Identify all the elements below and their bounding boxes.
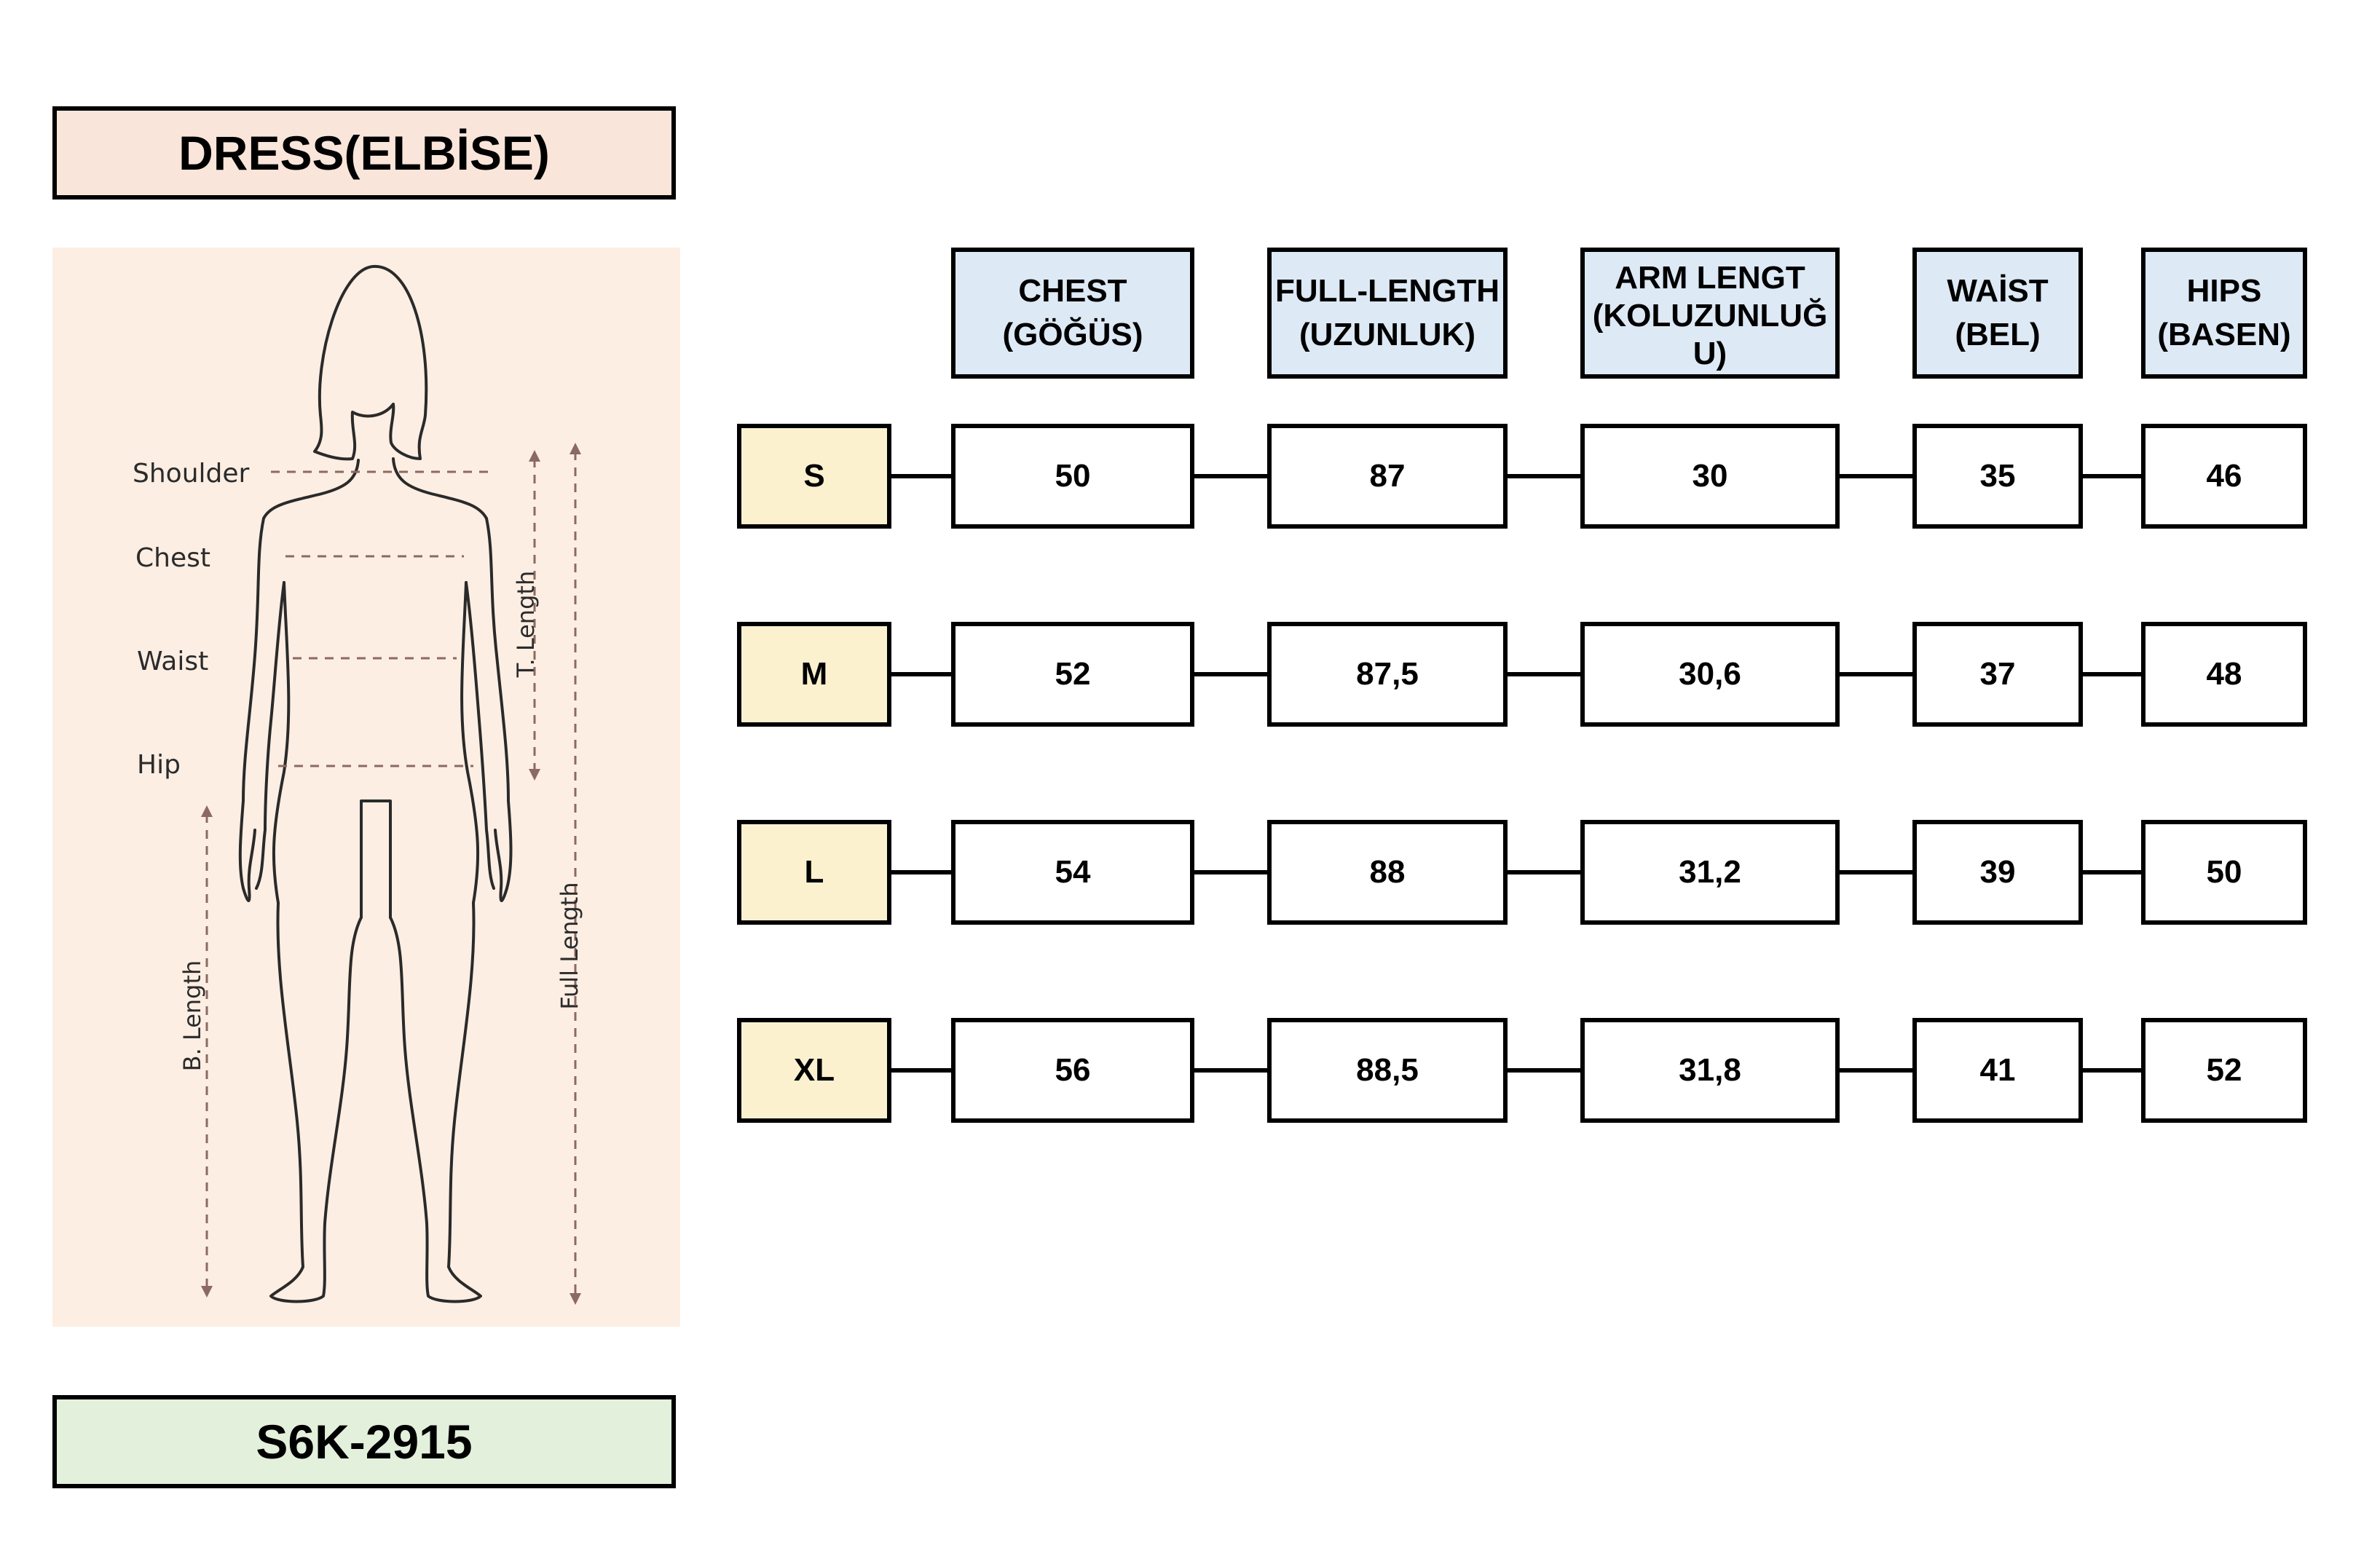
value-full-length: 88: [1267, 820, 1508, 925]
size-label-xl: XL: [737, 1018, 891, 1123]
value-waist: 37: [1912, 622, 2083, 727]
t-length-label: T. Length: [512, 570, 540, 678]
value-full-length: 87,5: [1267, 622, 1508, 727]
value-chest: 54: [951, 820, 1194, 925]
value-full-length: 87: [1267, 424, 1508, 529]
female-body-outline-icon: [201, 264, 581, 1305]
chest-label: Chest: [135, 543, 210, 573]
value-hips: 48: [2141, 622, 2307, 727]
header-waist: WAİST(BEL): [1912, 248, 2083, 379]
product-code: S6K-2915: [52, 1395, 676, 1488]
size-label-l: L: [737, 820, 891, 925]
header-chest: CHEST(GÖĞÜS): [951, 248, 1194, 379]
size-label-s: S: [737, 424, 891, 529]
value-hips: 52: [2141, 1018, 2307, 1123]
header-full-length: FULL-LENGTH(UZUNLUK): [1267, 248, 1508, 379]
value-chest: 52: [951, 622, 1194, 727]
value-waist: 35: [1912, 424, 2083, 529]
hip-label: Hip: [137, 750, 181, 780]
value-waist: 41: [1912, 1018, 2083, 1123]
value-full-length: 88,5: [1267, 1018, 1508, 1123]
value-chest: 50: [951, 424, 1194, 529]
value-arm-length: 30: [1580, 424, 1840, 529]
shoulder-label: Shoulder: [133, 459, 250, 489]
value-hips: 46: [2141, 424, 2307, 529]
product-title: DRESS(ELBİSE): [52, 106, 676, 200]
value-arm-length: 31,2: [1580, 820, 1840, 925]
full-length-label: Full Length: [556, 882, 583, 1010]
value-waist: 39: [1912, 820, 2083, 925]
waist-label: Waist: [137, 647, 209, 676]
value-chest: 56: [951, 1018, 1194, 1123]
value-arm-length: 30,6: [1580, 622, 1840, 727]
value-arm-length: 31,8: [1580, 1018, 1840, 1123]
body-measurement-figure: Shoulder Chest Waist Hip T. Length Full …: [52, 248, 680, 1327]
b-length-label: B. Length: [178, 960, 206, 1072]
size-label-m: M: [737, 622, 891, 727]
header-hips: HIPS(BASEN): [2141, 248, 2307, 379]
value-hips: 50: [2141, 820, 2307, 925]
